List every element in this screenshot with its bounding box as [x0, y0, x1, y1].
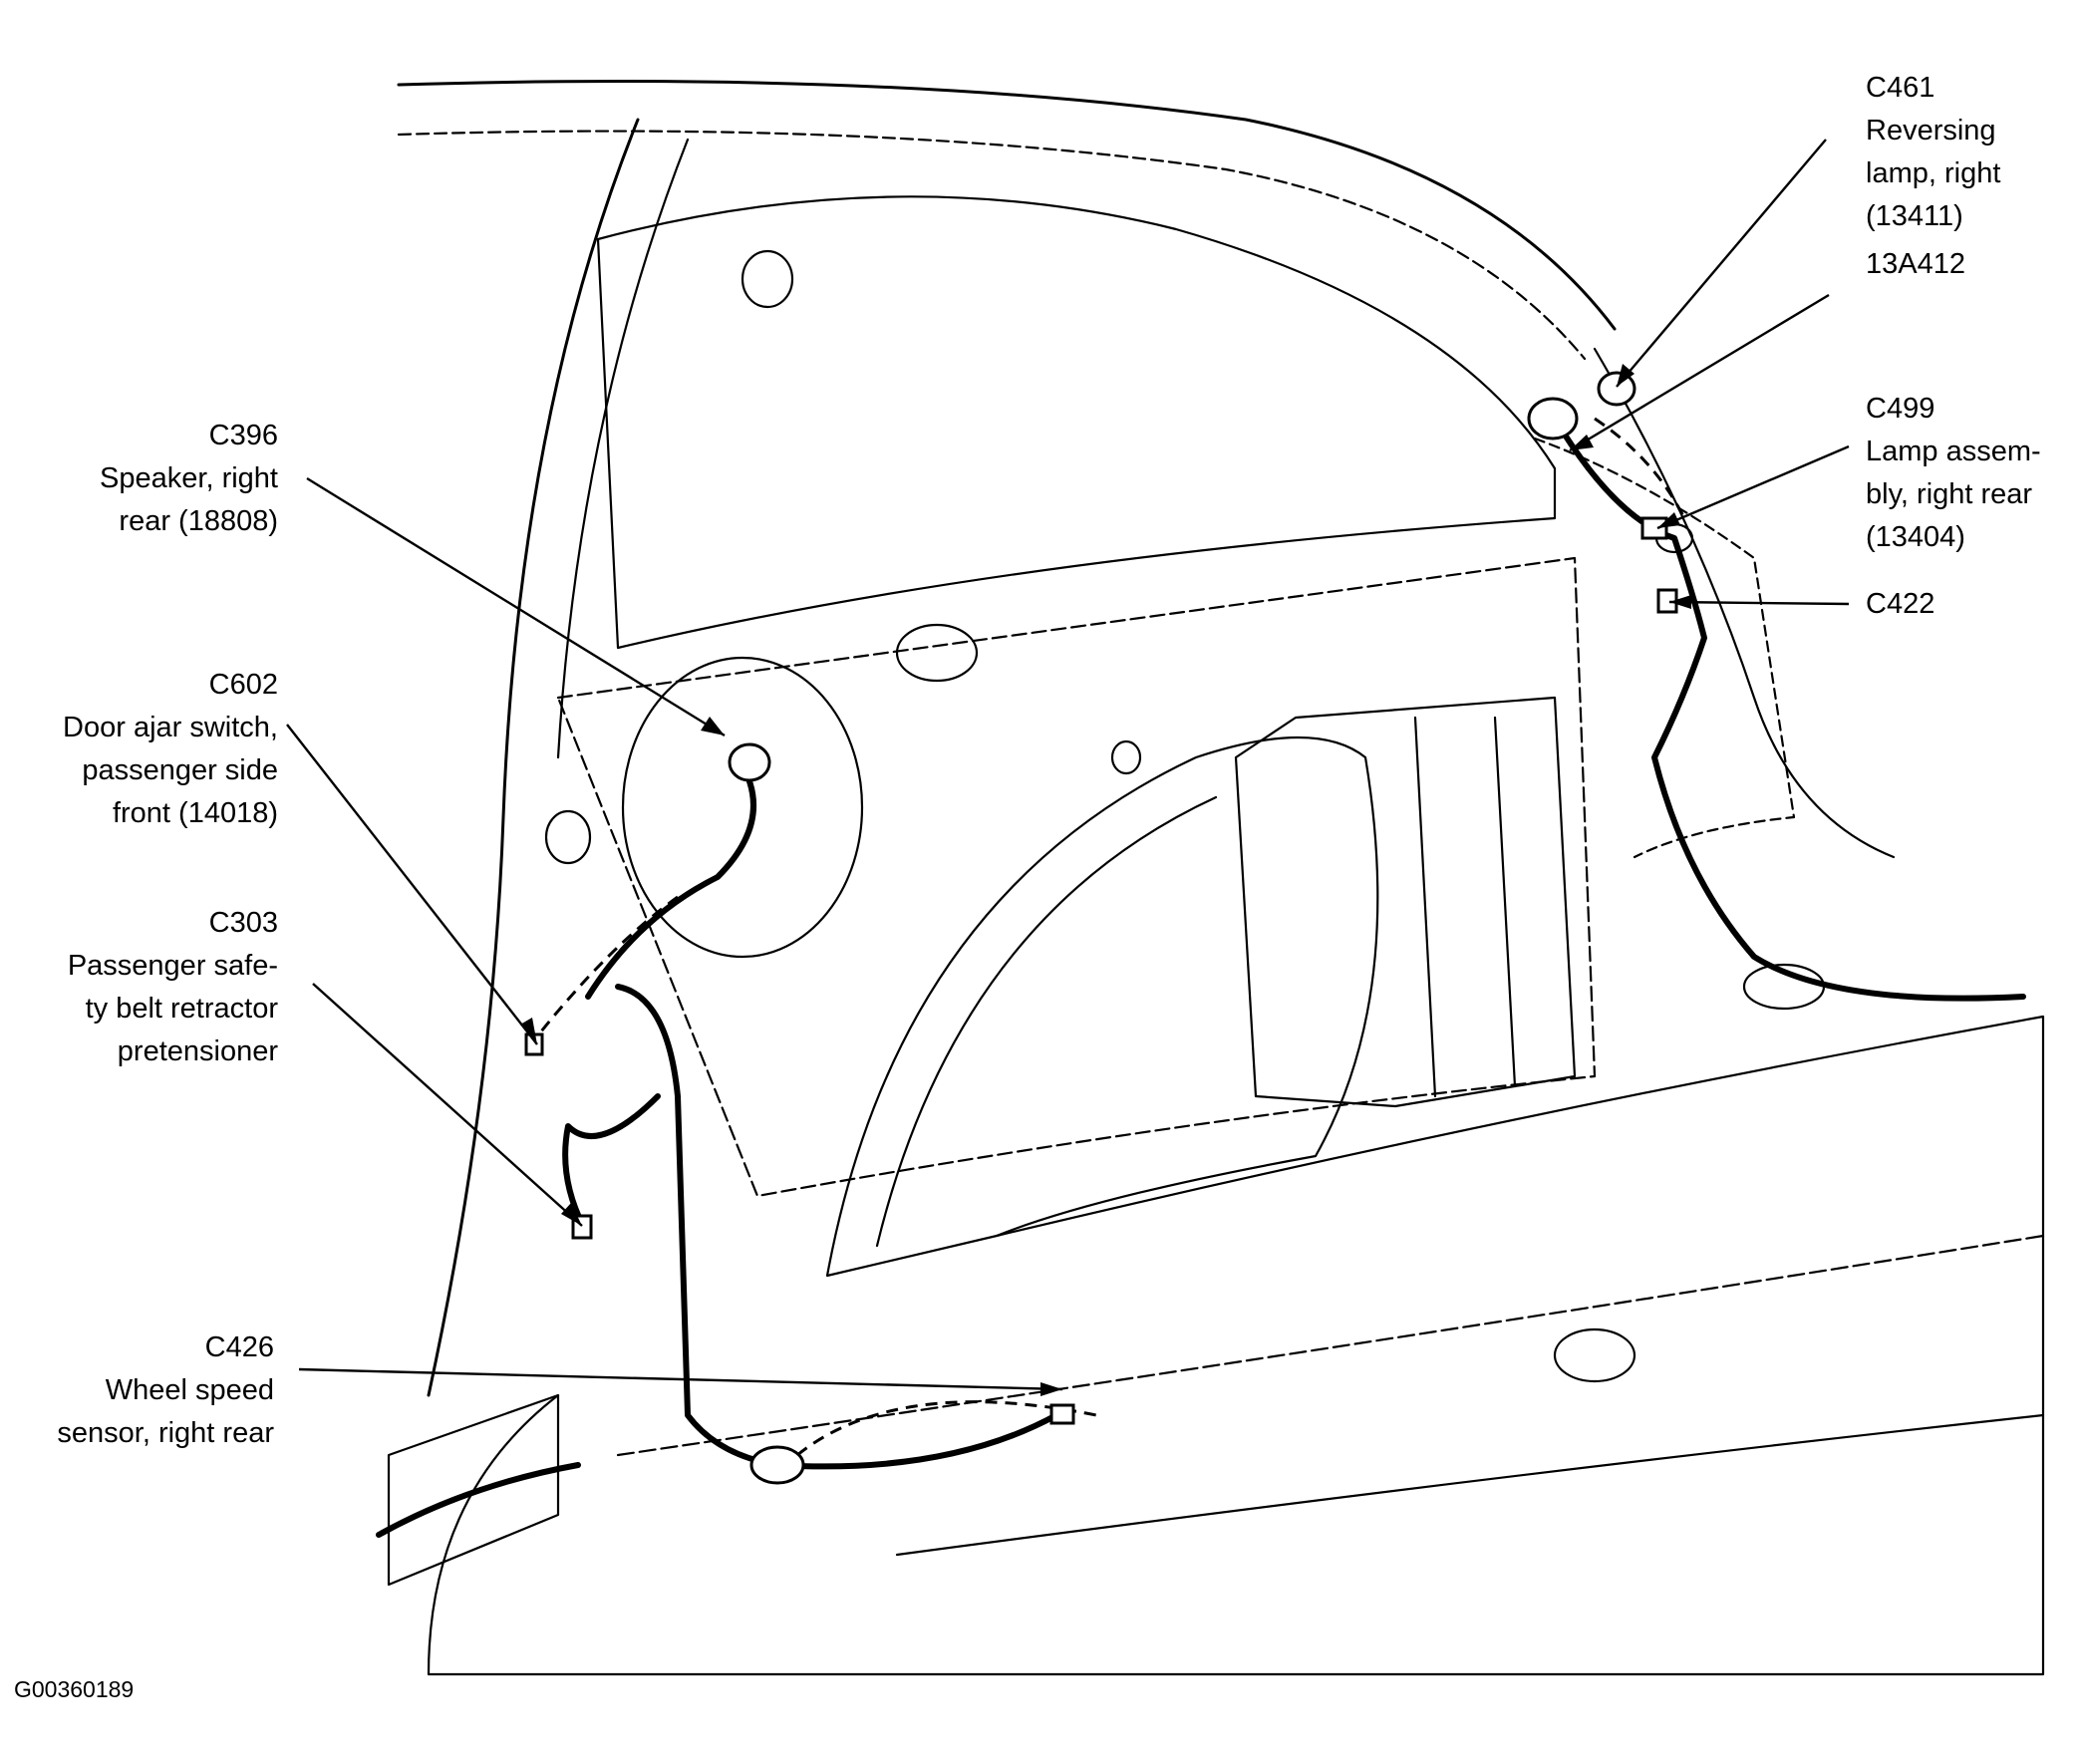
- callout-text: front (14018): [112, 797, 278, 829]
- callout-code: C303: [208, 907, 278, 939]
- rear-wall: [556, 556, 1597, 1198]
- wheel-house: [825, 735, 1379, 1278]
- callout-c499: C499 Lamp assem- bly, right rear (13404): [1866, 388, 2041, 559]
- leader-c602: [286, 724, 538, 1045]
- callout-c396: C396 Speaker, right rear (18808): [100, 415, 278, 543]
- callout-text: rear (18808): [119, 505, 278, 537]
- harness-speaker: [585, 754, 756, 1000]
- callout-text: pretensioner: [117, 1035, 278, 1067]
- callout-c422: C422: [1866, 583, 1934, 626]
- callout-text: (13404): [1866, 521, 1965, 553]
- callout-13a412: 13A412: [1866, 243, 1965, 286]
- leader-c499: [1656, 444, 1850, 530]
- harness-belt: [562, 1093, 661, 1229]
- callout-text: Reversing: [1866, 115, 1996, 147]
- pillar-outer: [427, 118, 640, 1397]
- callout-code: C426: [204, 1331, 274, 1363]
- floor-ridge: [616, 1234, 2045, 1457]
- rear-corner-outer: [1593, 347, 1896, 859]
- callout-text: bly, right rear: [1866, 478, 2033, 510]
- callout-text: ty belt retractor: [85, 993, 278, 1025]
- callout-code: C422: [1866, 588, 1935, 620]
- roof-rail: [397, 80, 1617, 331]
- connector-c461: [1597, 371, 1636, 407]
- wheel-house-rib: [875, 795, 1218, 1248]
- storage-bin-rib: [1413, 716, 1437, 1098]
- callout-text: Passenger safe-: [67, 950, 278, 982]
- callout-code: C396: [208, 420, 278, 451]
- storage-bin: [1234, 696, 1577, 1108]
- roof-rail-inner: [397, 130, 1587, 361]
- floor-ridge: [895, 1413, 2045, 1557]
- leader-c426: [298, 1367, 1063, 1391]
- callout-code: 13A412: [1866, 248, 1965, 280]
- callout-c426: C426 Wheel speed sensor, right rear: [57, 1326, 274, 1455]
- callout-text: passenger side: [82, 754, 278, 786]
- connector-c426: [1049, 1403, 1075, 1425]
- figure-id: G00360189: [14, 1676, 135, 1702]
- callout-text: Lamp assem-: [1866, 436, 2041, 467]
- quarter-window: [596, 195, 1557, 650]
- harness-main: [615, 984, 1059, 1470]
- callout-code: C499: [1866, 393, 1935, 425]
- callout-c461: C461 Reversing lamp, right (13411): [1866, 67, 2000, 238]
- callout-c602: C602 Door ajar switch, passenger side fr…: [63, 664, 278, 835]
- callout-text: sensor, right rear: [57, 1417, 274, 1449]
- leader-c422: [1668, 600, 1850, 606]
- pillar-inner: [556, 138, 690, 759]
- connector-c499: [1640, 516, 1668, 540]
- harness-floor-left: [376, 1462, 581, 1538]
- callout-text: (13411): [1866, 200, 1963, 232]
- callout-text: Wheel speed: [105, 1374, 274, 1406]
- leader-c303: [312, 983, 583, 1227]
- storage-bin-rib: [1493, 716, 1517, 1088]
- callout-code: C602: [208, 669, 278, 701]
- connector-c396: [728, 742, 771, 782]
- leader-13a412: [1569, 293, 1830, 452]
- leader-c396: [306, 476, 726, 737]
- callout-text: Speaker, right: [100, 462, 278, 494]
- sill: [387, 1393, 560, 1587]
- callout-c303: C303 Passenger safe- ty belt retractor p…: [68, 902, 278, 1073]
- speaker-opening: [621, 656, 864, 959]
- floor-pan: [427, 1015, 2045, 1676]
- leader-c461: [1616, 139, 1827, 388]
- callout-text: Door ajar switch,: [63, 712, 278, 743]
- callout-text: lamp, right: [1866, 157, 2001, 189]
- callout-code: C461: [1866, 72, 1935, 104]
